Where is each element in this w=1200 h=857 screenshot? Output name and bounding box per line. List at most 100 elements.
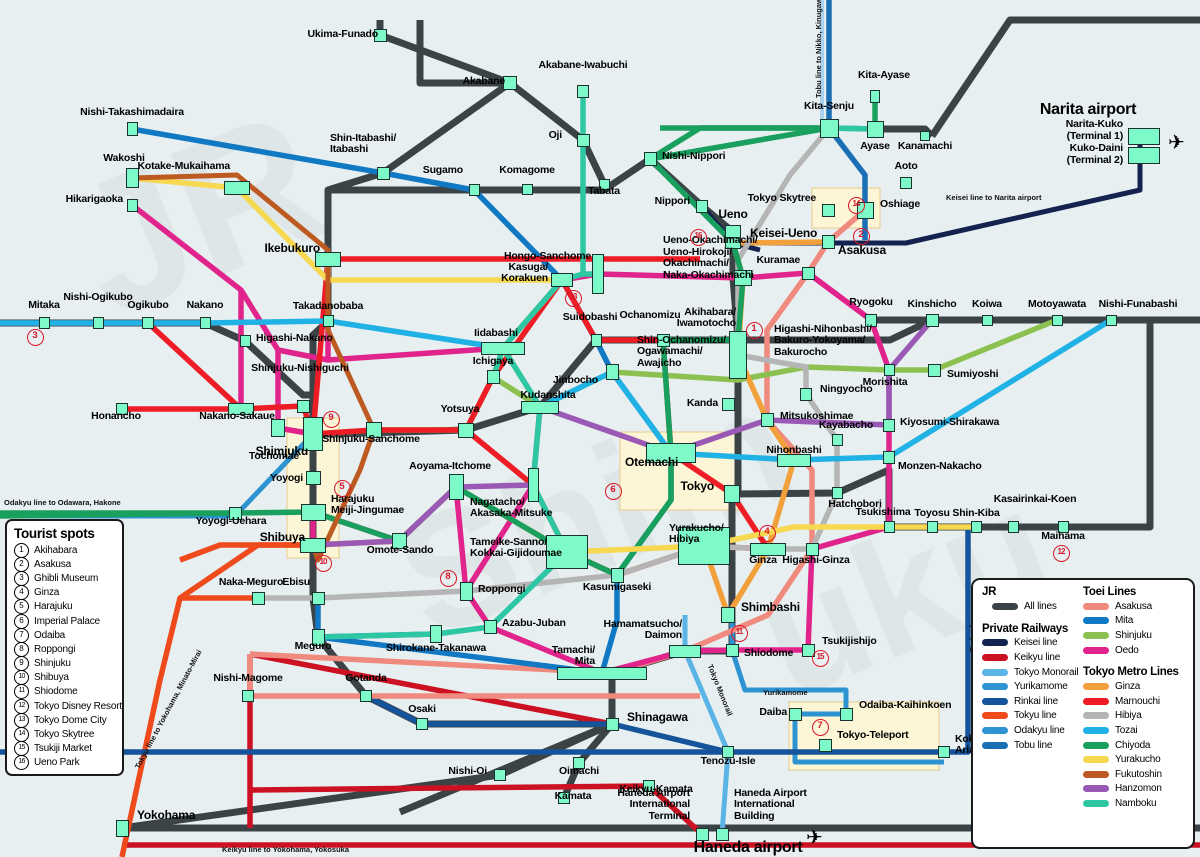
station-marker[interactable]: [646, 443, 696, 463]
station-marker[interactable]: [643, 780, 655, 792]
station-marker[interactable]: [573, 757, 585, 769]
tourist-marker-3[interactable]: 3: [26, 328, 44, 346]
station-marker[interactable]: [729, 331, 747, 379]
station-marker[interactable]: [558, 792, 570, 804]
legend-row[interactable]: Ginza: [1083, 679, 1195, 694]
legend-row[interactable]: Hanzomon: [1083, 782, 1195, 797]
station-marker[interactable]: [722, 746, 734, 758]
station-marker[interactable]: [300, 537, 326, 553]
station-marker[interactable]: [315, 251, 341, 267]
station-marker[interactable]: [721, 397, 735, 411]
station-marker[interactable]: [92, 317, 104, 329]
station-marker[interactable]: [734, 270, 752, 286]
station-marker[interactable]: [605, 364, 619, 380]
station-marker[interactable]: [865, 313, 877, 327]
station-marker[interactable]: [883, 364, 895, 376]
legend-row[interactable]: Marnouchi: [1083, 694, 1195, 709]
station-marker[interactable]: [970, 521, 982, 533]
station-marker[interactable]: [242, 690, 254, 702]
station-marker[interactable]: [920, 131, 930, 141]
station-marker[interactable]: [311, 628, 325, 646]
legend-row[interactable]: Yurikamome: [982, 679, 1082, 694]
station-marker[interactable]: [416, 718, 428, 730]
station-marker[interactable]: [303, 417, 323, 451]
tourist-marker-11[interactable]: 11: [730, 624, 748, 642]
tourist-marker-4[interactable]: 4: [758, 524, 776, 542]
station-marker[interactable]: [669, 644, 701, 658]
legend-row[interactable]: Tozai: [1083, 723, 1195, 738]
station-marker[interactable]: [296, 399, 310, 413]
station-marker[interactable]: [494, 769, 506, 781]
station-marker[interactable]: [870, 89, 880, 103]
station-marker[interactable]: [926, 521, 938, 533]
station-marker[interactable]: [373, 28, 387, 42]
station-marker[interactable]: [900, 177, 912, 189]
legend-row[interactable]: Keisei line: [982, 636, 1082, 651]
station-marker[interactable]: [322, 315, 334, 327]
station-marker[interactable]: [468, 184, 480, 196]
station-marker[interactable]: [605, 717, 619, 731]
tourist-marker-16[interactable]: 16: [689, 228, 707, 246]
tourist-marker-13[interactable]: 13: [564, 289, 582, 307]
station-marker[interactable]: [725, 237, 741, 249]
station-marker[interactable]: [116, 403, 128, 415]
station-marker[interactable]: [819, 118, 839, 138]
station-marker[interactable]: [695, 827, 709, 841]
station-marker[interactable]: [592, 254, 604, 294]
legend-row[interactable]: All lines: [982, 599, 1082, 614]
station-marker[interactable]: [576, 133, 590, 147]
station-marker[interactable]: [483, 620, 497, 634]
station-marker[interactable]: [724, 485, 740, 503]
station-marker[interactable]: [126, 198, 138, 212]
station-marker[interactable]: [1105, 314, 1117, 326]
station-marker[interactable]: [366, 422, 382, 438]
station-marker[interactable]: [696, 199, 708, 213]
station-marker[interactable]: [777, 453, 811, 467]
station-marker[interactable]: [831, 434, 843, 446]
station-marker[interactable]: [1057, 521, 1069, 533]
station-marker[interactable]: [224, 181, 250, 195]
station-marker[interactable]: [821, 235, 835, 249]
station-marker[interactable]: [883, 450, 895, 464]
station-marker[interactable]: [927, 363, 941, 377]
station-marker[interactable]: [839, 707, 853, 721]
legend-row[interactable]: Oedo: [1083, 643, 1195, 658]
station-marker[interactable]: [481, 341, 525, 355]
legend-row[interactable]: Namboku: [1083, 796, 1195, 811]
station-marker[interactable]: [546, 535, 588, 569]
station-marker[interactable]: [430, 625, 442, 643]
tourist-marker-2[interactable]: 2: [852, 227, 870, 245]
station-marker[interactable]: [750, 542, 786, 556]
legend-row[interactable]: Chiyoda: [1083, 738, 1195, 753]
tourist-marker-10[interactable]: 10: [314, 554, 332, 572]
legend-row[interactable]: Hibiya: [1083, 709, 1195, 724]
tourist-marker-15[interactable]: 15: [811, 649, 829, 667]
station-marker[interactable]: [305, 471, 321, 485]
station-marker[interactable]: [788, 707, 802, 721]
tourist-marker-8[interactable]: 8: [439, 569, 457, 587]
station-marker[interactable]: [448, 474, 464, 500]
station-marker[interactable]: [115, 819, 129, 837]
station-marker[interactable]: [590, 333, 602, 347]
station-marker[interactable]: [715, 827, 729, 841]
legend-row[interactable]: Mita: [1083, 614, 1195, 629]
tourist-marker-14[interactable]: 14: [847, 196, 865, 214]
station-marker[interactable]: [821, 203, 835, 217]
station-marker[interactable]: [643, 152, 657, 166]
station-marker[interactable]: [486, 370, 500, 384]
station-marker[interactable]: [883, 521, 895, 533]
station-marker[interactable]: [521, 183, 533, 195]
tourist-marker-1[interactable]: 1: [745, 321, 763, 339]
station-marker[interactable]: [760, 413, 774, 427]
station-marker[interactable]: [831, 487, 843, 499]
